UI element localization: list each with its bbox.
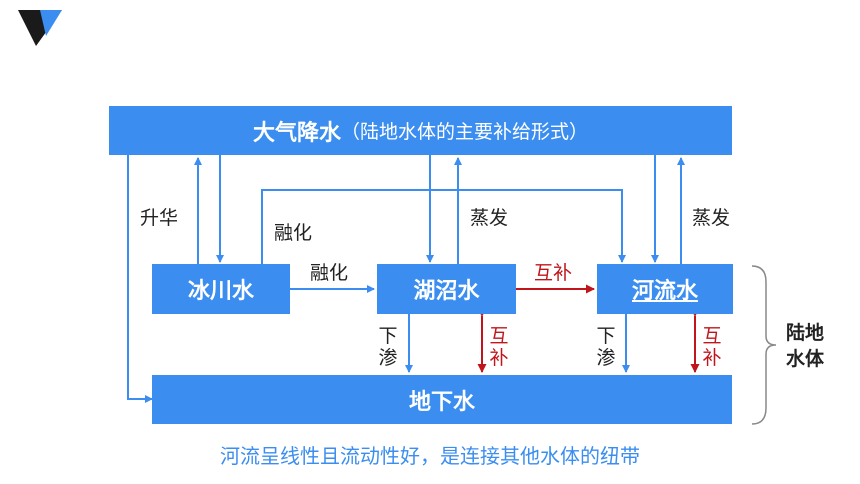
label-mutual-lake-ground: 互补: [489, 325, 509, 369]
label-evap-lake: 蒸发: [470, 207, 509, 229]
caption: 河流呈线性且流动性好，是连接其他水体的纽带: [220, 444, 640, 468]
label-sublimation: 升华: [140, 207, 179, 229]
arrow-precip-ground: [127, 155, 153, 403]
lake-label: 湖沼水: [413, 279, 480, 304]
precipitation-title: 大气降水: [252, 120, 341, 146]
label-seep-river: 下渗: [596, 325, 616, 369]
precipitation-box: 大气降水 （陆地水体的主要补给形式）: [109, 106, 732, 155]
glacier-box: 冰川水: [152, 264, 290, 314]
label-mutual-river-ground: 互补: [702, 325, 722, 369]
label-melt-mid: 融化: [310, 262, 349, 284]
river-box: 河流水: [597, 264, 733, 314]
label-mutual-horizontal: 互补: [534, 262, 573, 284]
label-evap-river: 蒸发: [692, 207, 731, 229]
lake-box: 湖沼水: [377, 264, 516, 314]
group-brace: [751, 265, 777, 425]
groundwater-box: 地下水: [152, 375, 732, 424]
label-land-water-group: 陆地水体: [785, 322, 824, 370]
label-melt-top: 融化: [274, 222, 313, 244]
precipitation-subtitle: （陆地水体的主要补给形式）: [341, 121, 589, 143]
arrow-glacier-melt-river: [261, 189, 626, 264]
river-label: 河流水: [631, 279, 698, 304]
groundwater-label: 地下水: [408, 389, 475, 415]
glacier-label: 冰川水: [187, 279, 254, 304]
label-seep-lake: 下渗: [378, 325, 398, 369]
brand-logo: [18, 10, 62, 46]
